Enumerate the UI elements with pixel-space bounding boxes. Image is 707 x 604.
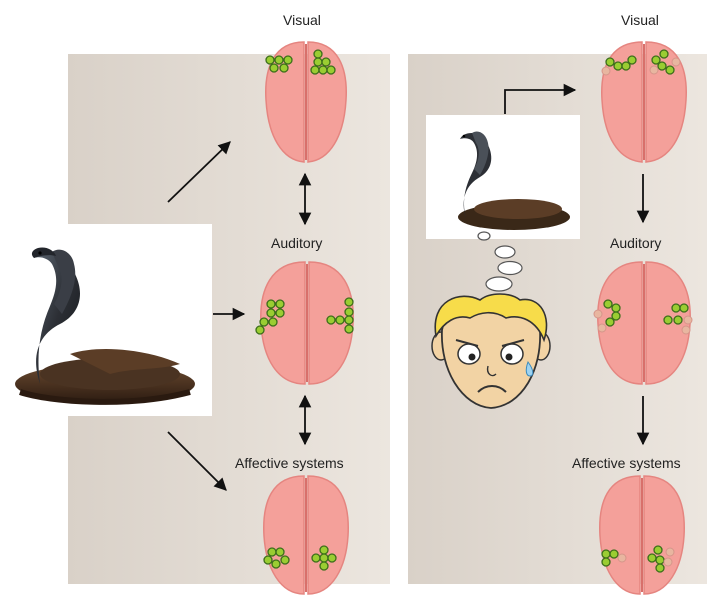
arrow-to-visual	[168, 142, 230, 202]
arrow-imagery-to-visual	[505, 90, 575, 114]
arrow-to-affective	[168, 432, 226, 490]
